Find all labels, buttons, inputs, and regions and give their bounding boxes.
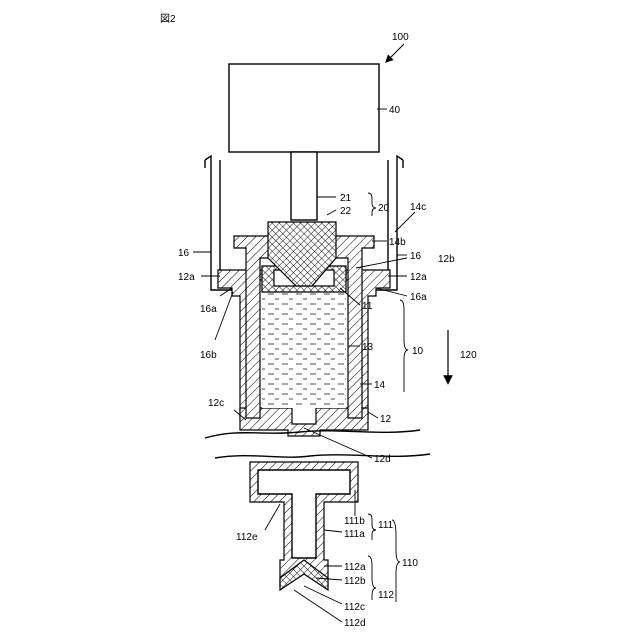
liquid-13 (262, 292, 346, 408)
label-111b: 111b (344, 516, 365, 527)
label-120: 120 (460, 350, 477, 361)
label-11: 11 (362, 301, 373, 312)
label-112e: 112e (236, 532, 258, 543)
label-12b: 12b (438, 254, 455, 265)
label-12: 12 (380, 414, 392, 425)
label-20: 20 (378, 203, 390, 214)
figure-title: 図2 (160, 13, 176, 25)
label-40: 40 (389, 105, 401, 116)
label-112d: 112d (344, 618, 366, 629)
label-12d: 12d (374, 454, 391, 465)
label-16-right: 16 (410, 251, 422, 262)
label-16b: 16b (200, 350, 217, 361)
label-14c: 14c (410, 202, 426, 213)
arrow-100 (388, 44, 404, 60)
rod-21 (291, 152, 317, 220)
label-111: 111 (378, 520, 394, 531)
label-12c: 12c (208, 398, 224, 409)
skin-surface-lower (215, 454, 430, 458)
label-13: 13 (362, 342, 374, 353)
label-16-left: 16 (178, 248, 190, 259)
label-111a: 111a (344, 529, 365, 540)
label-112: 112 (378, 590, 394, 601)
label-16a-right: 16a (410, 292, 427, 303)
label-16a-left: 16a (200, 304, 217, 315)
label-112c: 112c (344, 602, 365, 613)
label-110: 110 (402, 558, 418, 569)
label-22: 22 (340, 206, 352, 217)
label-12a-left: 12a (178, 272, 195, 283)
label-14b: 14b (389, 237, 406, 248)
pushing-head-22 (268, 222, 336, 286)
label-100: 100 (392, 32, 409, 43)
label-112a: 112a (344, 562, 366, 573)
label-12a-right: 12a (410, 272, 427, 283)
label-14: 14 (374, 380, 386, 391)
needle-assembly-110 (250, 462, 358, 590)
drive-unit-40 (229, 64, 379, 152)
label-10: 10 (412, 346, 424, 357)
label-112b: 112b (344, 576, 366, 587)
label-21: 21 (340, 193, 352, 204)
